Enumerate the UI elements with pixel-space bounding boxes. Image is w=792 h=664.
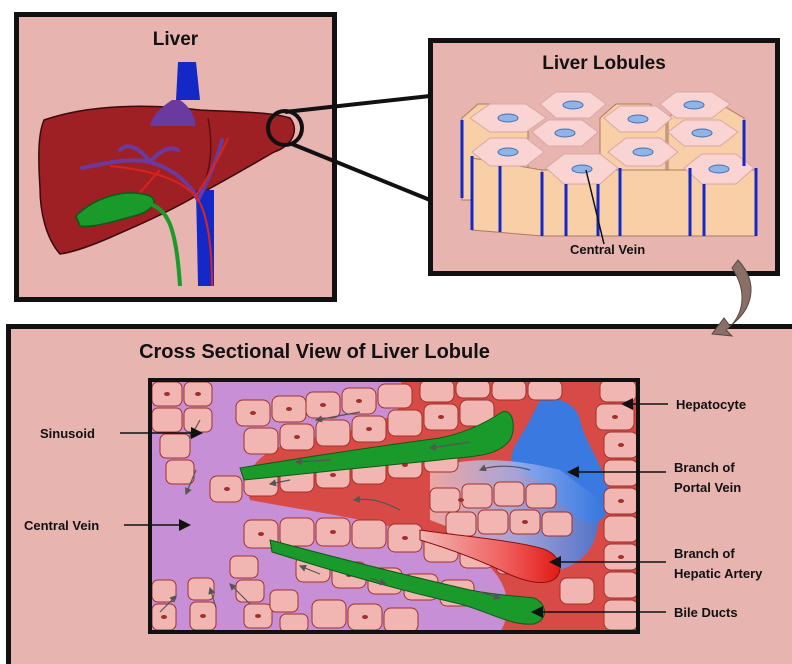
diagram-canvas: Central Vein [0,0,792,645]
portal-vein-label-line2: Portal Vein [674,480,741,495]
lobule-hexagons [462,92,756,244]
sinusoid-label: Sinusoid [40,426,95,441]
hepatic-artery-label-line2: Hepatic Artery [674,566,763,581]
zoom-line-bottom [292,144,430,200]
hepatocyte-label: Hepatocyte [676,397,746,412]
cross-section-illustration [150,380,638,632]
zoom-arrow-icon [712,260,751,336]
liver-illustration [39,62,302,286]
bile-ducts-label: Bile Ducts [674,605,738,620]
lobule-central-vein-label: Central Vein [570,242,645,257]
central-vein-label: Central Vein [24,518,99,533]
liver-body [39,106,295,254]
portal-vein-label-line1: Branch of [674,460,735,475]
zoom-line-top [285,96,430,112]
hepatic-artery-label-line1: Branch of [674,546,735,561]
